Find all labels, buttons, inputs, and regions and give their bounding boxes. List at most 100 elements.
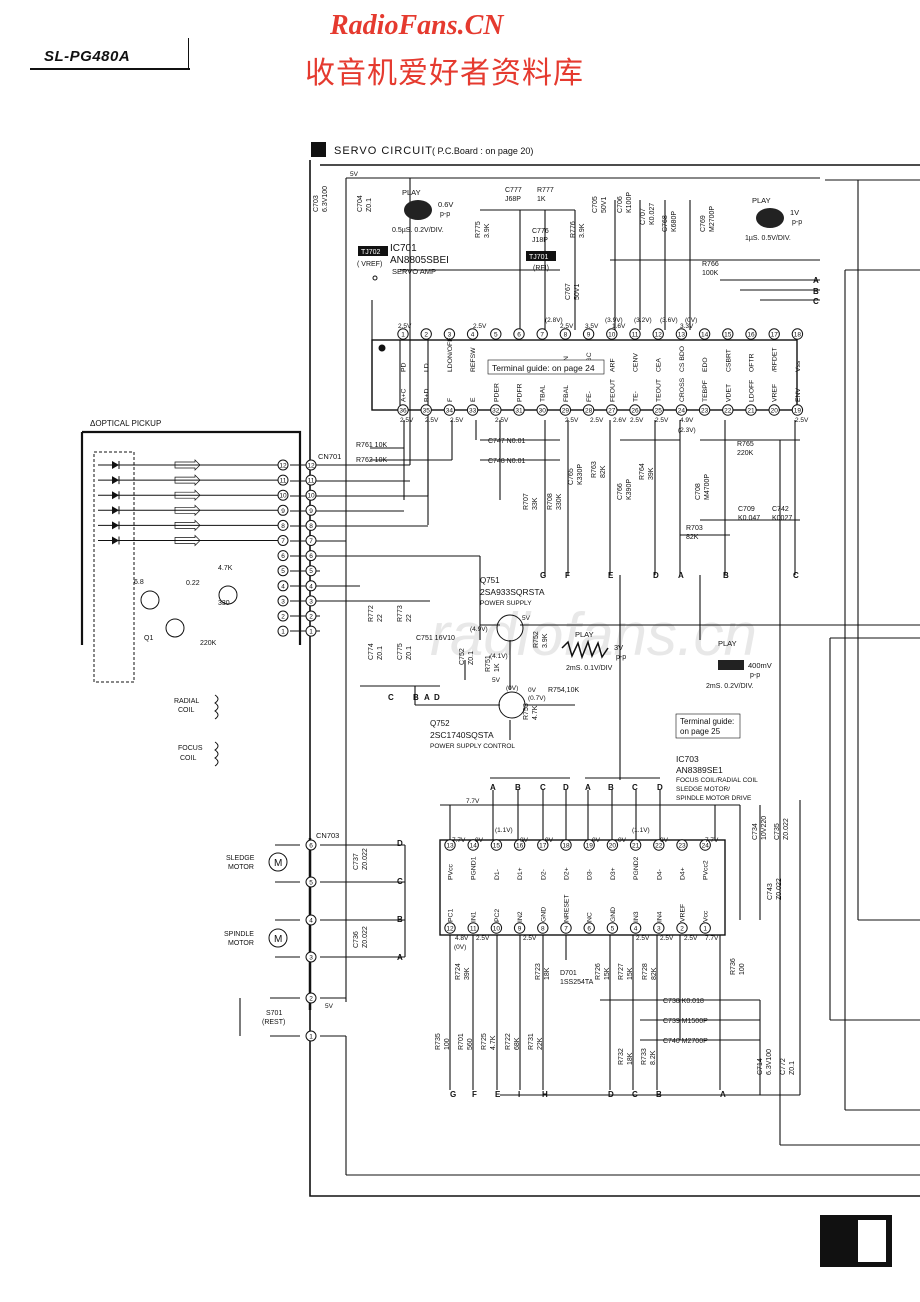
pin-circle: [652, 404, 664, 416]
net-label: E: [495, 1090, 501, 1099]
pin-name: F: [447, 398, 454, 402]
cn701-pin-left: 8: [281, 523, 285, 530]
voltage-v0p: (0V): [685, 317, 697, 324]
c737-value: Z0.022: [362, 848, 369, 870]
sledge-motor-m: M: [274, 858, 282, 869]
r727-ref: R727: [618, 963, 625, 980]
section-badge-box: [311, 142, 326, 157]
voltage-v0: 0V: [618, 837, 627, 844]
pin-name: PGND1: [471, 856, 478, 880]
r728-value: 82K: [651, 967, 658, 980]
pin-name: VREF: [680, 904, 687, 922]
pin-name: PVcc: [448, 864, 455, 880]
sledge-motor-label-2: MOTOR: [228, 864, 254, 871]
pin-number: 2: [680, 926, 684, 933]
net-label: C: [540, 783, 546, 792]
cn701-pin-right: 11: [308, 478, 315, 485]
cn703-pin: 1: [309, 1034, 313, 1041]
voltage-v4_9: 4.9V: [680, 417, 694, 424]
pin-name: LDON/OFF: [447, 338, 454, 372]
pin-number: 12: [655, 332, 663, 339]
r751-value: 1K: [494, 663, 501, 672]
pin-name: CENV: [633, 353, 640, 372]
pin-number: 32: [492, 408, 500, 415]
pin-circle: [397, 404, 409, 416]
r731-value: 22K: [537, 1037, 544, 1050]
r772-ref: R772: [368, 605, 375, 622]
ic701-desc: SERVO AMP: [392, 267, 436, 276]
net-label: B: [608, 783, 614, 792]
pin-circle: [629, 839, 642, 851]
sledge-motor-label: SLEDGE: [226, 855, 255, 862]
radial-coil-symbol: [214, 694, 219, 720]
ic703-guide-1: Terminal guide:: [680, 717, 734, 726]
cn703-pin: 2: [309, 996, 313, 1003]
pin-number: 7: [564, 926, 568, 933]
waveform-4-scale: 2mS. 0.2V/DIV.: [706, 683, 754, 690]
pin-circle: [676, 922, 688, 934]
pin-circle: [675, 404, 688, 416]
tj701-label: TJ701: [529, 254, 549, 261]
pin-number: 31: [515, 408, 523, 415]
pin-circle: [745, 328, 757, 340]
waveform-3-pp: p-p: [616, 654, 626, 661]
tj702-box: [358, 246, 388, 256]
waveform-1-trace: [404, 200, 432, 220]
r-6-8: 6.8: [134, 579, 144, 586]
voltage-v3_9: (3.9V): [605, 317, 623, 324]
net-label: C: [793, 571, 799, 580]
pin-number: 23: [678, 843, 686, 850]
pin-number: 26: [631, 408, 639, 415]
c768-ref: C768: [662, 215, 669, 232]
r701-ref: R701: [458, 1033, 465, 1050]
pin-number: 35: [423, 408, 431, 415]
c-0-22: 0.22: [186, 580, 200, 587]
pin-name: PDFR: [517, 383, 524, 402]
pin-name: PD: [401, 362, 408, 372]
pin-circle: [443, 328, 456, 340]
pin-circle: [443, 404, 456, 416]
r764-ref: R764: [639, 463, 646, 480]
cn701-pin-left: 3: [281, 598, 285, 605]
d701-ref: D701: [560, 970, 577, 977]
pin-circle: [582, 328, 595, 340]
r726-ref: R726: [595, 963, 602, 980]
c736-ref: C736: [353, 931, 360, 948]
cn701-pin-left: 6: [281, 553, 285, 560]
net-label: E: [608, 571, 614, 580]
cn701-pin-left: 12: [279, 463, 287, 470]
c769-ref: C769: [700, 215, 707, 232]
voltage-v2_5: 2.5V: [590, 417, 604, 424]
pin-name: IN1: [471, 911, 478, 922]
tj702-label: TJ702: [361, 249, 381, 256]
net-label: A: [585, 783, 591, 792]
q752-part: 2SC1740SQSTA: [430, 730, 494, 740]
waveform-3-amp: 3V: [614, 643, 623, 652]
r765-ref: R765: [737, 441, 754, 448]
voltage-v2_5: 2.5V: [795, 417, 809, 424]
ic701-ref: IC701: [390, 243, 417, 254]
r723-ref: R723: [535, 963, 542, 980]
pickup-transistor-3: [218, 585, 238, 605]
voltage-v0: 0V: [475, 837, 484, 844]
r731-ref: R731: [528, 1033, 535, 1050]
pin-number: 1: [703, 926, 707, 933]
pin-circle: [467, 839, 479, 851]
voltage-v2_5: 2.5V: [630, 417, 644, 424]
cn701-pin-right: 7: [309, 538, 313, 545]
pin-number: 28: [585, 408, 593, 415]
r736-ref: R736: [730, 958, 737, 975]
c777-ref: C777: [505, 187, 522, 194]
voltage-v2_5: 2.5V: [655, 417, 669, 424]
c704-ref: C704: [357, 195, 364, 212]
net-label: A: [424, 693, 430, 702]
pin-circle: [559, 404, 572, 416]
q751-symbol: [496, 614, 524, 642]
pin-circle: [444, 839, 456, 851]
r724-value: 39K: [464, 967, 471, 980]
pin-name: VDET: [725, 384, 732, 402]
pin-circle: [676, 839, 688, 851]
voltage-v2_8: (2.8V): [545, 317, 563, 324]
net-label: B: [656, 1090, 662, 1099]
